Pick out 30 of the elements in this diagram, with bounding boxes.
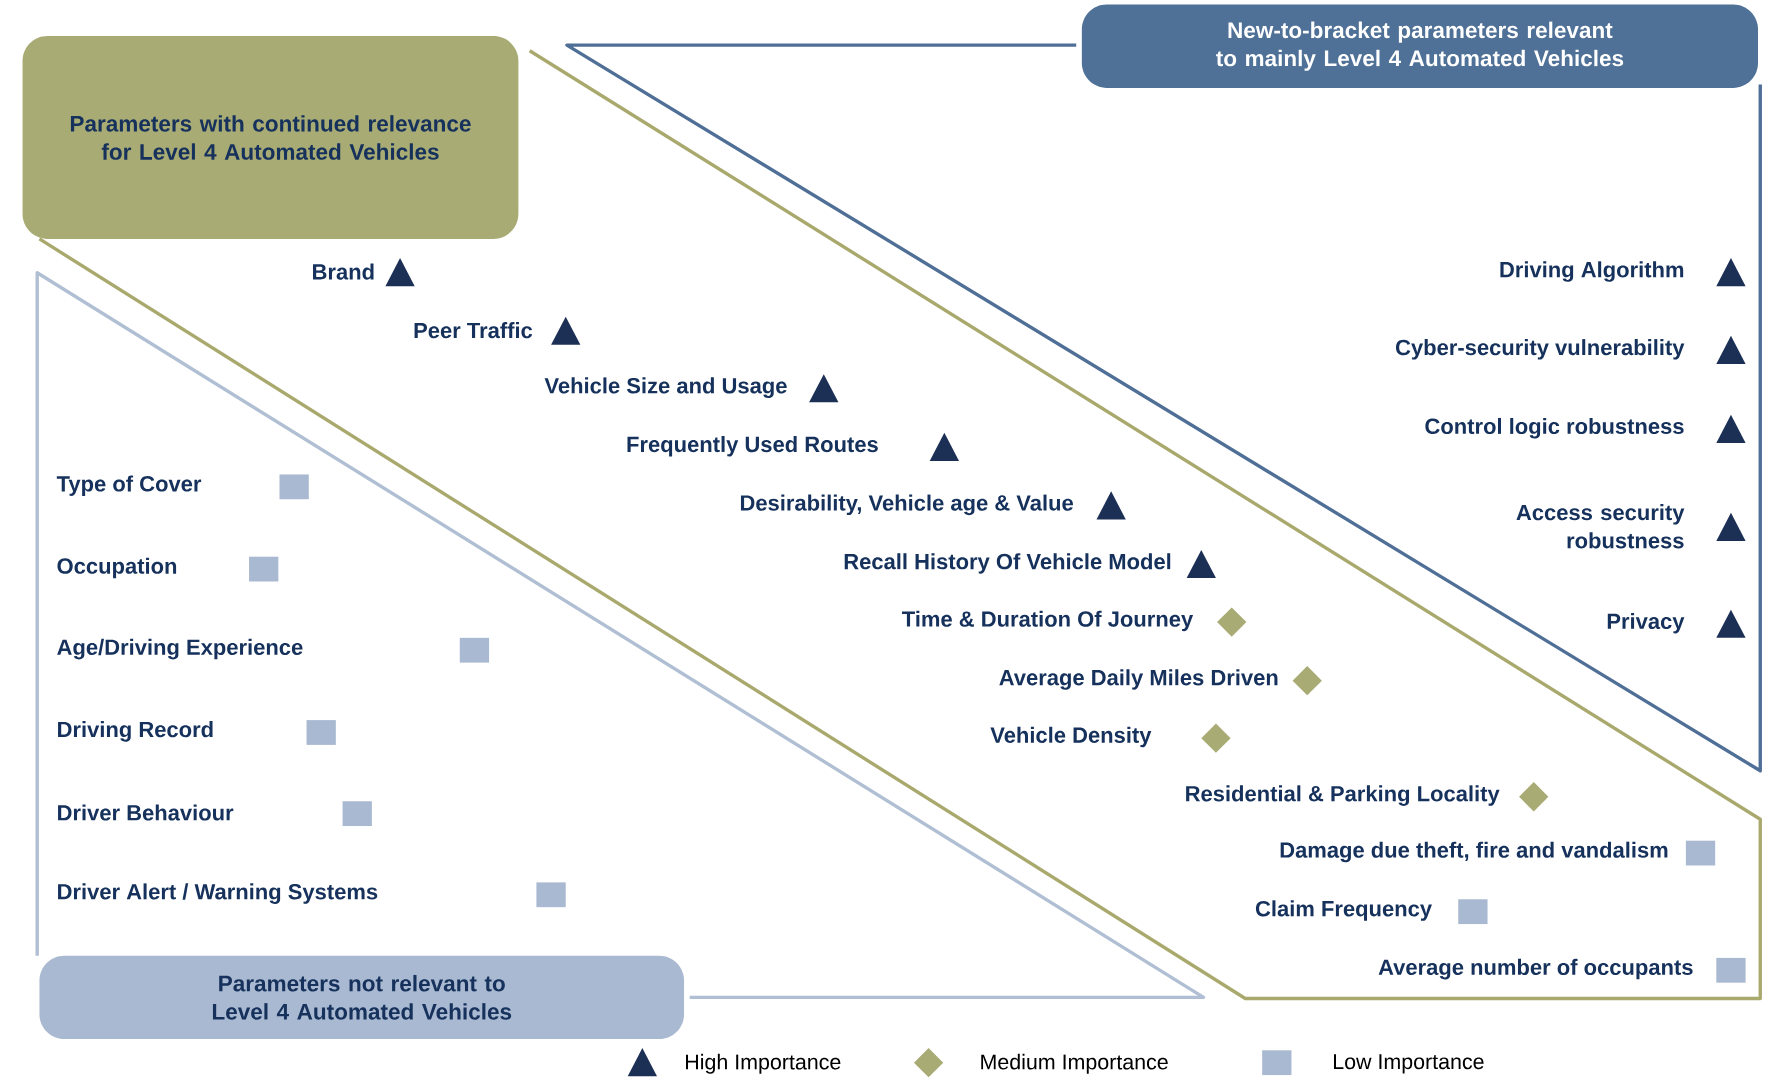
legend-label: Low Importance (1334, 1054, 1484, 1074)
parameter-label: Type of Cover (56, 475, 202, 497)
parameter-label: Occupation (57, 557, 177, 579)
parameter-label: Time & Duration Of Journey (902, 610, 1194, 632)
parameter-label: Frequently Used Routes (627, 436, 878, 457)
parameter-label: Vehicle Density (990, 726, 1152, 748)
parameter-label: Cyber-security vulnerability (1396, 339, 1685, 360)
parameter-label: Control logic robustness (1425, 418, 1684, 439)
header-box: Parameters with continued relevance for Level 4 Automated Vehicles (22, 36, 519, 240)
parameter-label: Age/Driving Experience (57, 638, 303, 660)
parameter-label: Desirability, Vehicle age & Value (740, 494, 1073, 516)
parameter-label: Residential & Parking Locality (1186, 785, 1500, 807)
header-box: Parameters not relevant to Level 4 Automated Vehicles (39, 955, 685, 1040)
parameter-label: Recall History Of Vehicle Model (844, 553, 1171, 574)
parameter-label: Driver Behaviour (58, 804, 234, 821)
parameter-label: Average number of occupants (1378, 959, 1693, 980)
parameter-label: Vehicle Size and Usage (544, 377, 787, 399)
legend-label: Medium Importance (981, 1053, 1168, 1074)
parameter-label: Average Daily Miles Driven (999, 669, 1278, 690)
parameter-label: Privacy (1607, 613, 1685, 634)
parameter-label: Driving Record (58, 721, 213, 742)
parameter-label: Brand (313, 263, 374, 280)
parameter-label: Claim Frequency (1255, 900, 1432, 921)
legend-label: High Importance (686, 1053, 841, 1074)
parameter-label: Peer Traffic (414, 322, 533, 339)
parameter-label: Damage due theft, fire and vandalism (1280, 841, 1668, 863)
parameter-label: Driver Alert / Warning Systems (58, 883, 378, 905)
parameter-label: Driving Algorithm (1500, 261, 1684, 282)
header-box: New-to-bracket parameters relevant to mainly Level 4 Automated Vehicles (1081, 4, 1758, 89)
parameter-label: Access security robustness (1516, 504, 1685, 549)
